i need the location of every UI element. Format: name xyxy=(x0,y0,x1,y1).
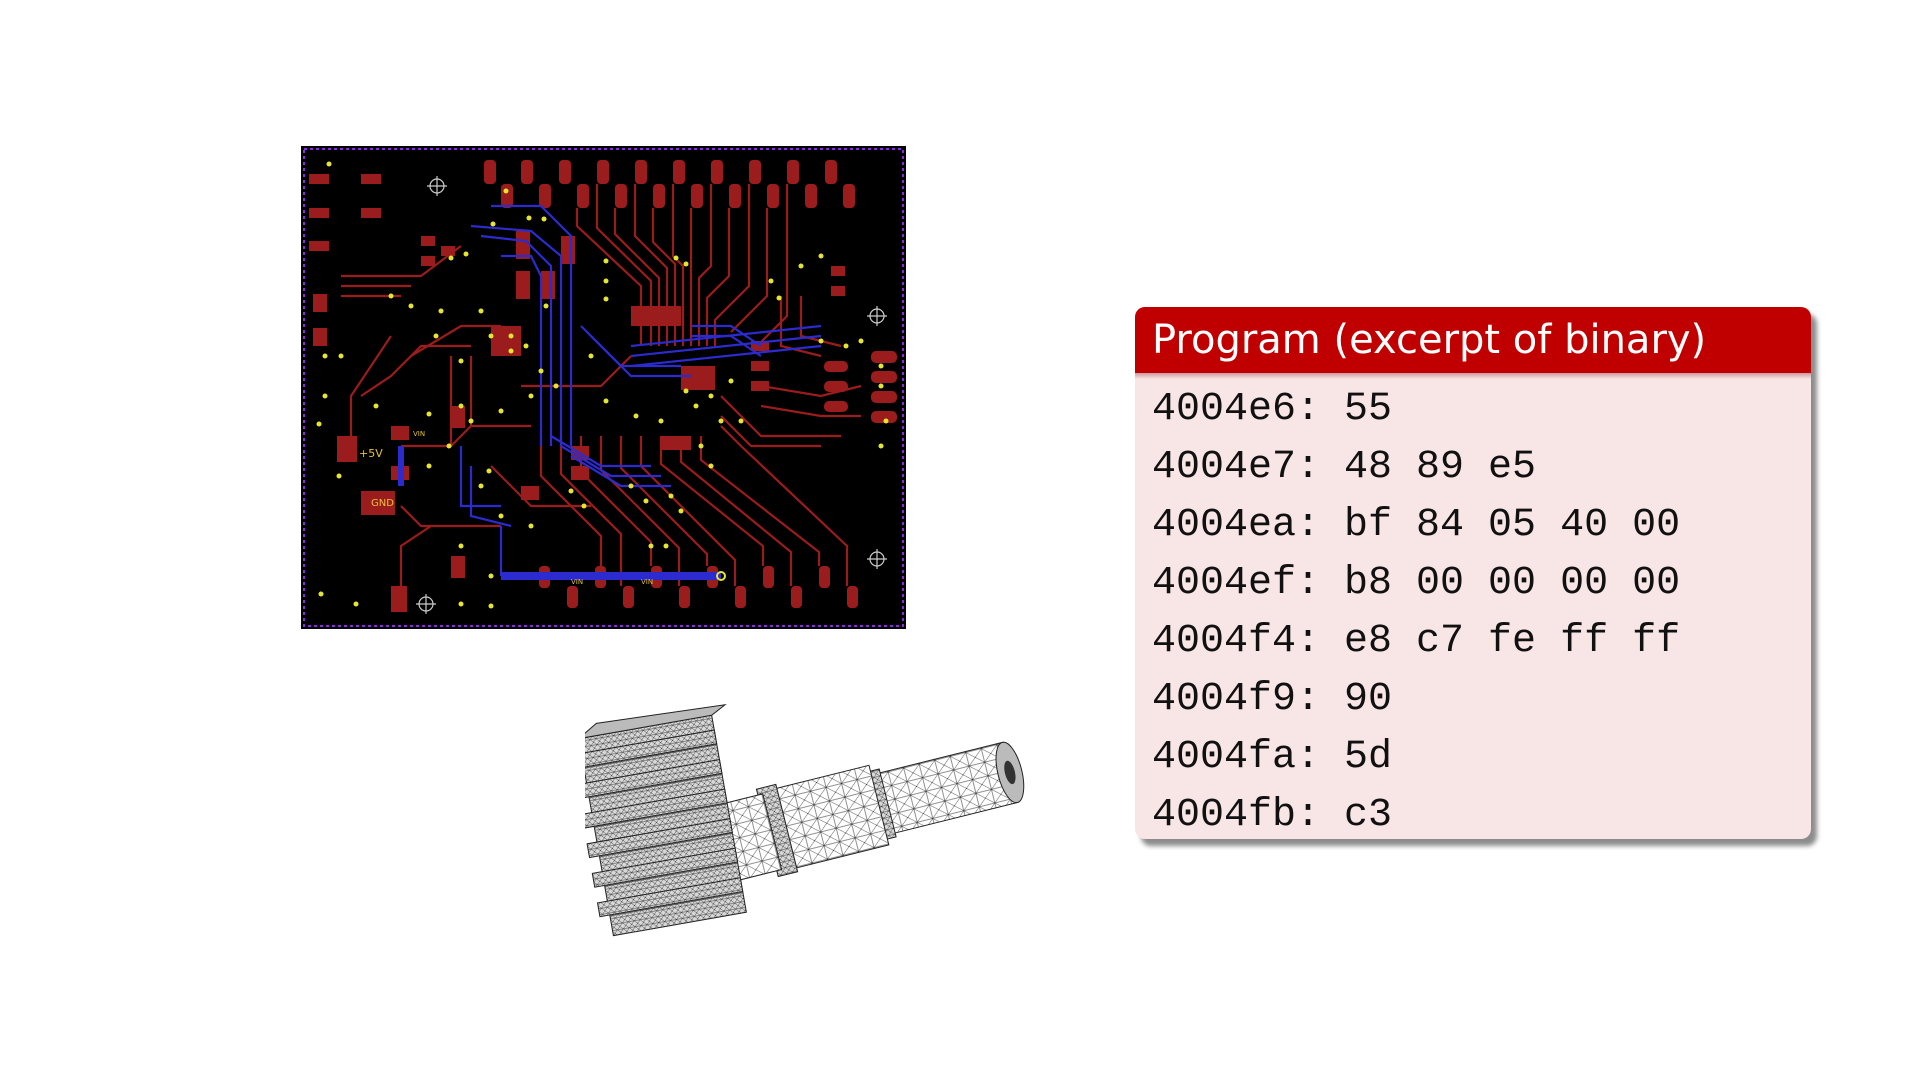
block-title-shadow xyxy=(1135,373,1811,379)
code-line: 4004fa: 5d xyxy=(1152,735,1393,780)
code-listing: 4004e6: 55 4004e7: 48 89 e5 4004ea: bf 8… xyxy=(1135,379,1811,839)
program-block: Program (excerpt of binary) 4004e6: 55 4… xyxy=(1135,307,1811,839)
code-line: 4004f4: e8 c7 fe ff ff xyxy=(1152,619,1681,664)
pcb-label-vin-2: VIN xyxy=(571,578,583,586)
pcb-layout-image: +5V GND VIN VIN VIN xyxy=(301,146,906,629)
code-line: 4004fb: c3 xyxy=(1152,793,1393,838)
pcb-label-vin-1: VIN xyxy=(413,430,425,438)
code-line: 4004f9: 90 xyxy=(1152,677,1393,722)
pcb-label-plus5v: +5V xyxy=(359,447,383,460)
block-title: Program (excerpt of binary) xyxy=(1135,307,1811,373)
gear-mesh-image xyxy=(585,695,1035,955)
code-line: 4004ea: bf 84 05 40 00 xyxy=(1152,503,1681,548)
pcb-label-vin-3: VIN xyxy=(641,578,653,586)
code-line: 4004ef: b8 00 00 00 00 xyxy=(1152,561,1681,606)
code-line: 4004e6: 55 xyxy=(1152,387,1393,432)
code-line: 4004e7: 48 89 e5 xyxy=(1152,445,1537,490)
pcb-label-gnd: GND xyxy=(371,498,394,509)
